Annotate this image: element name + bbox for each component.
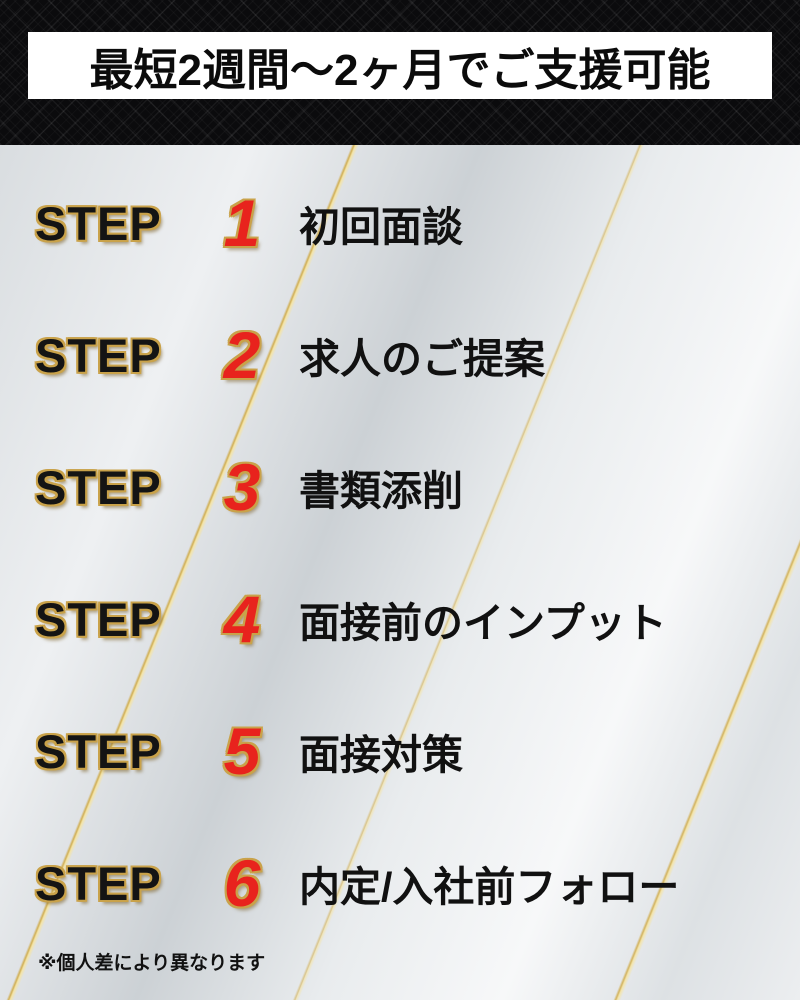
step-row: STEP 5 面接対策 xyxy=(0,685,800,817)
header-banner: 最短2週間〜2ヶ月でご支援可能 xyxy=(0,0,800,145)
step-title: 面接前のインプット xyxy=(299,600,667,646)
step-row: STEP 6 内定/入社前フォロー xyxy=(0,817,800,949)
step-number: 3 xyxy=(223,450,261,524)
step-label: STEP xyxy=(35,724,162,778)
step-title: 内定/入社前フォロー xyxy=(299,864,680,910)
step-title: 書類添削 xyxy=(299,468,463,514)
step-title: 初回面談 xyxy=(299,204,463,250)
step-number: 4 xyxy=(223,582,261,656)
step-number: 2 xyxy=(223,318,261,392)
step-title: 求人のご提案 xyxy=(299,336,545,382)
step-label: STEP xyxy=(35,592,162,646)
step-label: STEP xyxy=(35,328,162,382)
step-row: STEP 4 面接前のインプット xyxy=(0,553,800,685)
step-number: 1 xyxy=(223,186,261,260)
step-label: STEP xyxy=(35,460,162,514)
disclaimer-note: ※個人差により異なります xyxy=(38,953,266,974)
step-row: STEP 1 初回面談 xyxy=(0,157,800,289)
steps-list: STEP 1 初回面談 STEP 2 求人のご提案 STEP 3 書類添削 ST… xyxy=(0,145,800,949)
step-number: 5 xyxy=(223,714,261,788)
step-row: STEP 3 書類添削 xyxy=(0,421,800,553)
step-row: STEP 2 求人のご提案 xyxy=(0,289,800,421)
step-label: STEP xyxy=(35,856,162,910)
title-box: 最短2週間〜2ヶ月でご支援可能 xyxy=(28,32,772,99)
step-number: 6 xyxy=(223,846,261,920)
main-background: STEP 1 初回面談 STEP 2 求人のご提案 STEP 3 書類添削 ST… xyxy=(0,145,800,1000)
step-label: STEP xyxy=(35,196,162,250)
page-title: 最短2週間〜2ヶ月でご支援可能 xyxy=(89,45,711,95)
step-title: 面接対策 xyxy=(299,732,463,778)
